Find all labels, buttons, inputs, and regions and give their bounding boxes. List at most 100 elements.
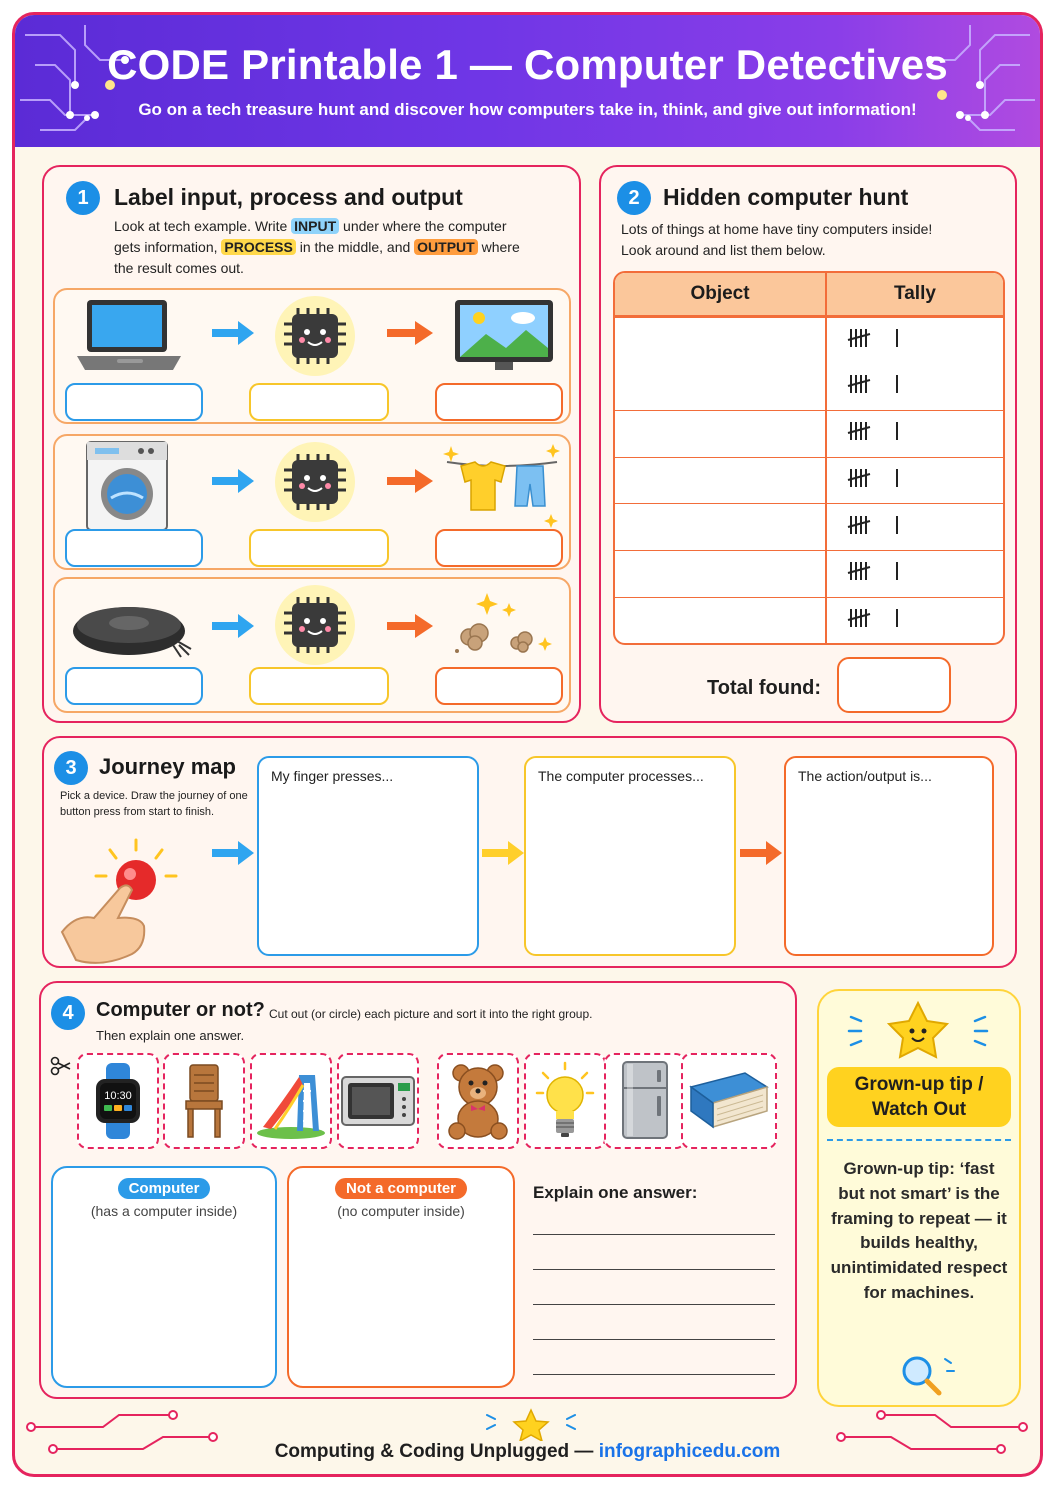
arrow-blue-icon (212, 614, 254, 638)
picture-card-fridge[interactable] (604, 1053, 686, 1149)
label-output-box-1[interactable] (435, 383, 563, 421)
smiling-star-icon (847, 1000, 989, 1059)
arrow-yellow-icon (482, 841, 524, 865)
section-2-number: 2 (617, 181, 651, 215)
label-process-box-3[interactable] (249, 667, 389, 705)
tally-cell[interactable] (825, 549, 1003, 597)
circuit-decoration-right-icon (926, 25, 1035, 131)
grown-up-tip-panel: Grown-up tip / Watch Out Grown-up tip: ‘… (817, 989, 1021, 1407)
table-row (615, 503, 1003, 550)
arrow-orange-icon (387, 614, 433, 638)
arrow-blue-icon (212, 321, 254, 345)
section-4-panel: 4 Computer or not? Cut out (or circle) e… (39, 981, 797, 1399)
monitor-icon (455, 300, 553, 370)
chip-icon (275, 585, 355, 665)
journey-box-process[interactable]: The computer processes... (524, 756, 736, 956)
label-input-box-2[interactable] (65, 529, 203, 567)
writing-line[interactable] (533, 1304, 775, 1305)
circuit-decoration-left-icon (20, 25, 129, 131)
teddy-bear-icon (448, 1064, 508, 1140)
tally-marks-icon (847, 562, 898, 581)
journey-box-finger[interactable]: My finger presses... (257, 756, 479, 956)
tip-title: Grown-up tip / Watch Out (827, 1067, 1011, 1127)
not-computer-label: Not a computer (334, 1178, 467, 1199)
object-cell[interactable] (615, 410, 825, 457)
picture-card-lightbulb[interactable] (524, 1053, 606, 1149)
section-2-instructions: Lots of things at home have tiny compute… (621, 221, 933, 258)
label-output-box-3[interactable] (435, 667, 563, 705)
picture-card-book[interactable] (681, 1053, 777, 1149)
section-2-panel: 2 Hidden computer hunt Lots of things at… (599, 165, 1017, 723)
tally-cell[interactable] (825, 410, 1003, 457)
object-cell[interactable] (615, 317, 825, 364)
section-1-panel: 1 Label input, process and output Look a… (42, 165, 581, 723)
object-cell[interactable] (615, 503, 825, 550)
footer: Computing & Coding Unplugged — infograph… (15, 1441, 1040, 1463)
label-input-box-3[interactable] (65, 667, 203, 705)
object-cell[interactable] (615, 596, 825, 644)
lightbulb-icon (535, 1061, 595, 1137)
picture-card-chair[interactable] (163, 1053, 245, 1149)
tally-cell[interactable] (825, 317, 1003, 364)
arrow-blue-icon (212, 841, 254, 865)
table-row (615, 317, 1003, 364)
tally-marks-icon (847, 329, 898, 348)
table-row (615, 363, 1003, 411)
picture-card-teddy-bear[interactable] (437, 1053, 519, 1149)
journey-box-output[interactable]: The action/output is... (784, 756, 994, 956)
picture-card-microwave[interactable] (337, 1053, 419, 1149)
column-header-object: Object (615, 273, 825, 317)
label-input-box-1[interactable] (65, 383, 203, 421)
computer-label: Computer (117, 1178, 211, 1199)
writing-line[interactable] (533, 1269, 775, 1270)
divider (827, 1139, 1011, 1141)
table-row (615, 596, 1003, 644)
section-1-number: 1 (66, 181, 100, 215)
tally-cell[interactable] (825, 503, 1003, 550)
worksheet-page: CODE Printable 1 — Computer Detectives G… (12, 12, 1043, 1477)
object-cell[interactable] (615, 456, 825, 504)
section-3-title: Journey map (99, 754, 236, 779)
page-subtitle: Go on a tech treasure hunt and discover … (138, 100, 917, 119)
output-highlight: OUTPUT (414, 239, 478, 255)
finger-pressing-button-icon (60, 838, 178, 964)
computer-sort-box[interactable]: Computer (has a computer inside) (51, 1166, 277, 1388)
label-output-box-2[interactable] (435, 529, 563, 567)
section-1-title: Label input, process and output (114, 184, 463, 210)
robot-vacuum-icon (73, 607, 192, 658)
label-process-box-2[interactable] (249, 529, 389, 567)
footer-link[interactable]: infographicedu.com (598, 1441, 781, 1462)
circuit-decoration-footer-left-icon (26, 1410, 218, 1454)
section-4-instruction-inline: Cut out (or circle) each picture and sor… (269, 1007, 593, 1021)
writing-line[interactable] (533, 1374, 775, 1375)
tally-marks-icon (847, 608, 898, 627)
header-banner: CODE Printable 1 — Computer Detectives G… (15, 15, 1040, 147)
explain-label: Explain one answer: (533, 1183, 698, 1202)
tally-cell[interactable] (825, 596, 1003, 644)
section-4-instruction-2: Then explain one answer. (96, 1028, 245, 1043)
process-highlight: PROCESS (221, 239, 296, 255)
svg-text:10:30: 10:30 (104, 1090, 132, 1102)
page-title: CODE Printable 1 — Computer Detectives (107, 41, 948, 88)
object-cell[interactable] (615, 549, 825, 597)
chair-icon (185, 1064, 223, 1138)
section-3-number: 3 (54, 751, 88, 785)
label-process-box-1[interactable] (249, 383, 389, 421)
object-cell[interactable] (615, 364, 825, 411)
fridge-icon (622, 1061, 668, 1139)
section-2-title: Hidden computer hunt (663, 184, 909, 210)
slide-icon (257, 1075, 325, 1139)
arrow-orange-icon (740, 841, 782, 865)
total-found-label: Total found: (707, 677, 822, 699)
total-found-box[interactable] (837, 657, 951, 713)
column-header-tally: Tally (825, 273, 1003, 317)
tally-cell[interactable] (825, 456, 1003, 504)
picture-card-slide[interactable] (250, 1053, 332, 1149)
writing-line[interactable] (533, 1234, 775, 1235)
picture-card-smartwatch[interactable]: 10:30 (77, 1053, 159, 1149)
writing-line[interactable] (533, 1339, 775, 1340)
not-computer-sort-box[interactable]: Not a computer (no computer inside) (287, 1166, 515, 1388)
tally-cell[interactable] (825, 363, 1003, 411)
table-row (615, 410, 1003, 457)
